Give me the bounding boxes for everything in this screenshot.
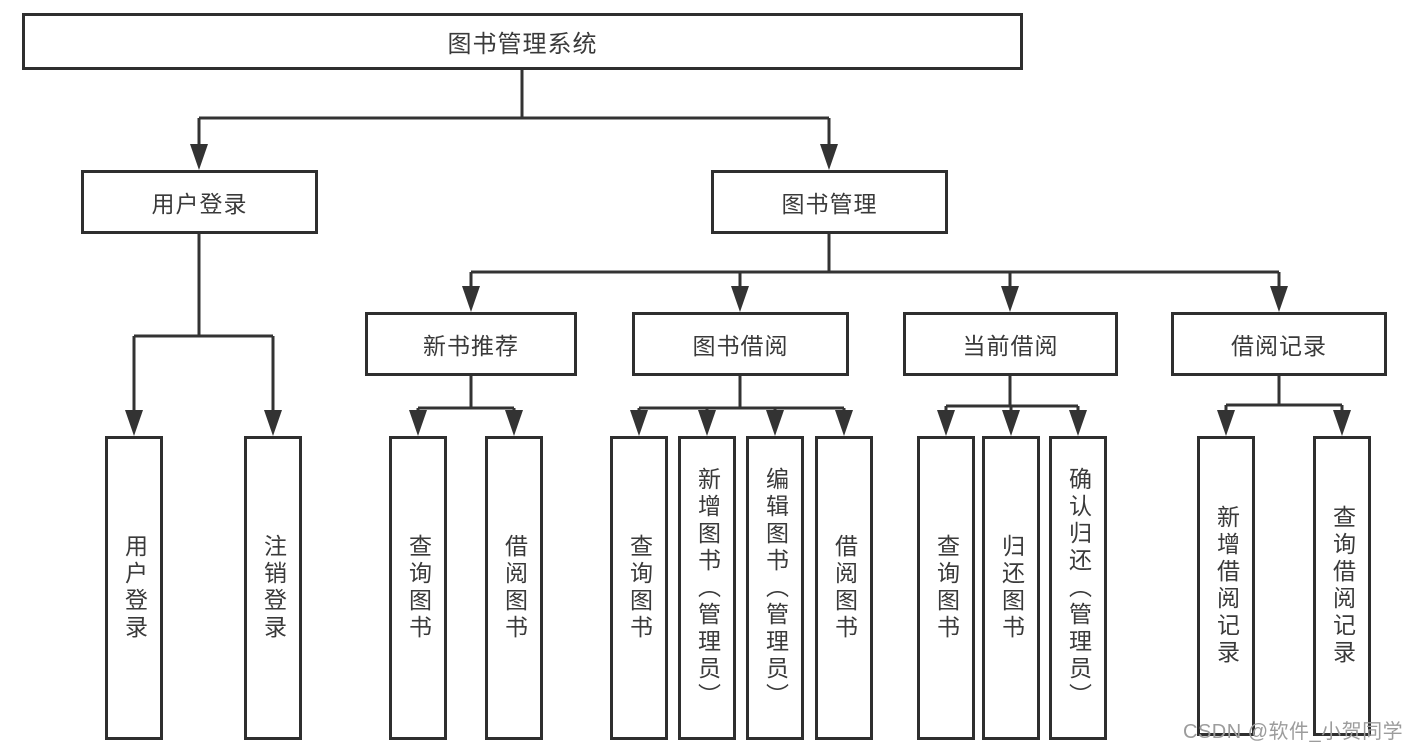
leaf-query-book-borrow-label: 查询图书 <box>626 534 653 642</box>
connector-new-book-children <box>409 375 523 436</box>
arrowhead-icon <box>1069 410 1087 436</box>
leaf-return-book-label: 归还图书 <box>998 534 1025 642</box>
node-user-login-label: 用户登录 <box>151 191 248 217</box>
leaf-user-login-label: 用户登录 <box>121 534 148 642</box>
connector-book-borrow-children <box>630 375 853 436</box>
node-current-borrow-label: 当前借阅 <box>962 333 1059 359</box>
leaf-query-book-borrow: 查询图书 <box>610 436 668 740</box>
leaf-borrow-book: 借阅图书 <box>815 436 873 740</box>
leaf-user-login: 用户登录 <box>105 436 163 740</box>
leaf-return-book: 归还图书 <box>982 436 1040 740</box>
leaf-query-borrow-record-label: 查询借阅记录 <box>1329 505 1356 667</box>
arrowhead-icon <box>462 286 480 312</box>
leaf-borrow-book-rec: 借阅图书 <box>485 436 543 740</box>
leaf-borrow-book-label: 借阅图书 <box>831 534 858 642</box>
leaf-query-borrow-record: 查询借阅记录 <box>1313 436 1371 736</box>
node-current-borrow: 当前借阅 <box>903 312 1118 376</box>
leaf-add-book-admin: 新增图书（管理员） <box>678 436 736 740</box>
leaf-add-borrow-record-label: 新增借阅记录 <box>1213 505 1240 667</box>
arrowhead-icon <box>1333 410 1351 436</box>
connector-line <box>469 234 1281 288</box>
connector-line <box>944 375 1080 412</box>
arrowhead-icon <box>1217 410 1235 436</box>
node-book-borrow: 图书借阅 <box>632 312 849 376</box>
leaf-edit-book-admin-label: 编辑图书（管理员） <box>762 466 789 710</box>
connector-line <box>416 375 516 412</box>
leaf-query-book-rec: 查询图书 <box>389 436 447 740</box>
connector-line <box>132 234 275 412</box>
leaf-confirm-return-admin: 确认归还（管理员） <box>1049 436 1107 740</box>
connector-line <box>637 375 846 412</box>
arrowhead-icon <box>820 144 838 170</box>
arrowhead-icon <box>937 410 955 436</box>
leaf-borrow-book-rec-label: 借阅图书 <box>501 534 528 642</box>
leaf-query-book-rec-label: 查询图书 <box>405 534 432 642</box>
arrowhead-icon <box>125 410 143 436</box>
arrowhead-icon <box>1270 286 1288 312</box>
arrowhead-icon <box>190 144 208 170</box>
connector-root-to-level1 <box>190 69 838 170</box>
leaf-logout-label: 注销登录 <box>260 534 287 642</box>
watermark: CSDN @软件_小贺同学 <box>1183 721 1404 743</box>
node-root-label: 图书管理系统 <box>447 31 598 58</box>
node-book-borrow-label: 图书借阅 <box>692 333 789 359</box>
leaf-logout: 注销登录 <box>244 436 302 740</box>
node-book-mgmt-label: 图书管理 <box>781 191 878 217</box>
leaf-add-book-admin-label: 新增图书（管理员） <box>694 466 721 710</box>
leaf-add-borrow-record: 新增借阅记录 <box>1197 436 1255 736</box>
node-user-login: 用户登录 <box>81 170 318 234</box>
arrowhead-icon <box>1002 410 1020 436</box>
leaf-edit-book-admin: 编辑图书（管理员） <box>746 436 804 740</box>
arrowhead-icon <box>766 410 784 436</box>
arrowhead-icon <box>835 410 853 436</box>
node-borrow-record: 借阅记录 <box>1171 312 1387 376</box>
node-book-mgmt: 图书管理 <box>711 170 948 234</box>
arrowhead-icon <box>698 410 716 436</box>
connector-book-mgmt-children <box>462 234 1288 312</box>
connector-user-login-children <box>125 234 282 436</box>
connector-line <box>1224 375 1344 412</box>
leaf-confirm-return-admin-label: 确认归还（管理员） <box>1065 466 1092 710</box>
arrowhead-icon <box>1001 286 1019 312</box>
arrowhead-icon <box>731 286 749 312</box>
leaf-query-book-current: 查询图书 <box>917 436 975 740</box>
connector-line <box>197 69 831 146</box>
arrowhead-icon <box>409 410 427 436</box>
arrowhead-icon <box>505 410 523 436</box>
node-new-book-rec: 新书推荐 <box>365 312 577 376</box>
node-borrow-record-label: 借阅记录 <box>1231 333 1327 359</box>
node-new-book-rec-label: 新书推荐 <box>423 333 519 359</box>
connector-borrow-record-children <box>1217 375 1351 436</box>
node-root: 图书管理系统 <box>22 13 1023 70</box>
arrowhead-icon <box>264 410 282 436</box>
leaf-query-book-current-label: 查询图书 <box>933 534 960 642</box>
connector-current-borrow-children <box>937 375 1087 436</box>
arrowhead-icon <box>630 410 648 436</box>
